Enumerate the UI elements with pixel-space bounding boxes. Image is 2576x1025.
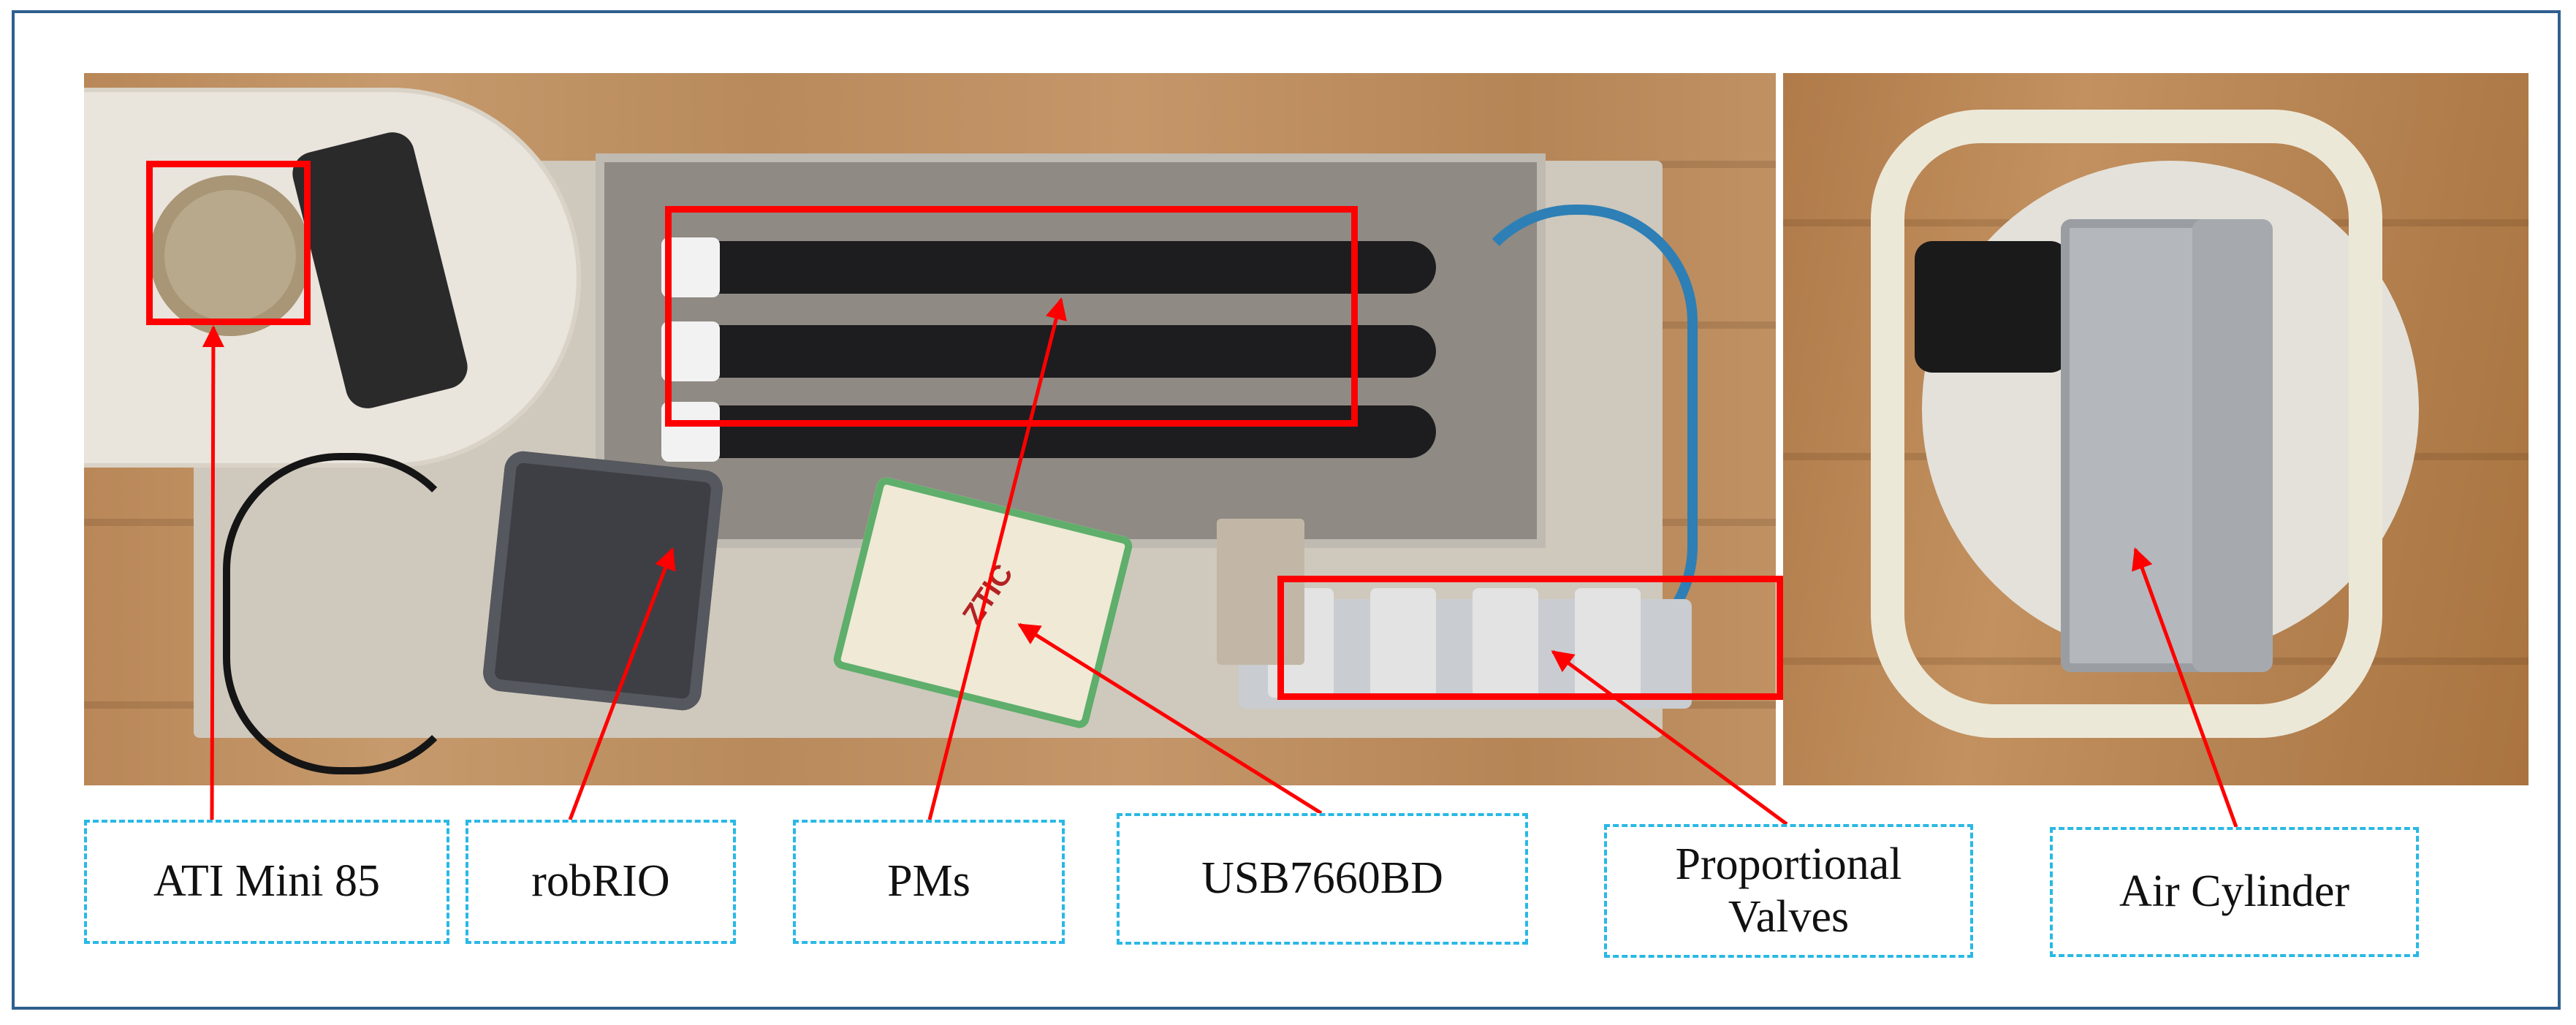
- highlight-ati-sensor: [146, 161, 311, 325]
- pneumatic-muscle-1: [669, 241, 1436, 294]
- compressor-photo: [1783, 73, 2528, 785]
- label-usb7660bd: USB7660BD: [1117, 813, 1528, 945]
- air-cylinder-head-2: [2192, 219, 2273, 672]
- arrow-pms: [927, 297, 1067, 820]
- figure-frame: [12, 10, 2561, 1010]
- label-ati-mini-85: ATI Mini 85: [84, 820, 449, 944]
- arrow-cylinder: [2132, 547, 2238, 828]
- highlight-pms: [665, 206, 1358, 427]
- force-sensor-disk: [150, 175, 311, 336]
- arrow-usb: [1017, 622, 1323, 815]
- usb-cable: [223, 453, 471, 774]
- label-robrio: robRIO: [466, 820, 736, 944]
- compressor-motor: [1915, 241, 2068, 373]
- regulator-plate: [1217, 519, 1304, 665]
- label-proportional-valves: Proportional Valves: [1604, 824, 1973, 958]
- arrow-valves: [1551, 649, 1788, 826]
- compressor-handle: [1871, 110, 2382, 738]
- label-air-cylinder: Air Cylinder: [2050, 827, 2419, 957]
- arrow-robrio: [568, 547, 676, 820]
- rig-photo: ZTIC: [84, 73, 1776, 785]
- highlight-valves: [1277, 576, 1783, 700]
- pneumatic-muscle-3: [669, 405, 1436, 458]
- label-pms: PMs: [793, 820, 1065, 944]
- arrow-ati: [202, 325, 224, 820]
